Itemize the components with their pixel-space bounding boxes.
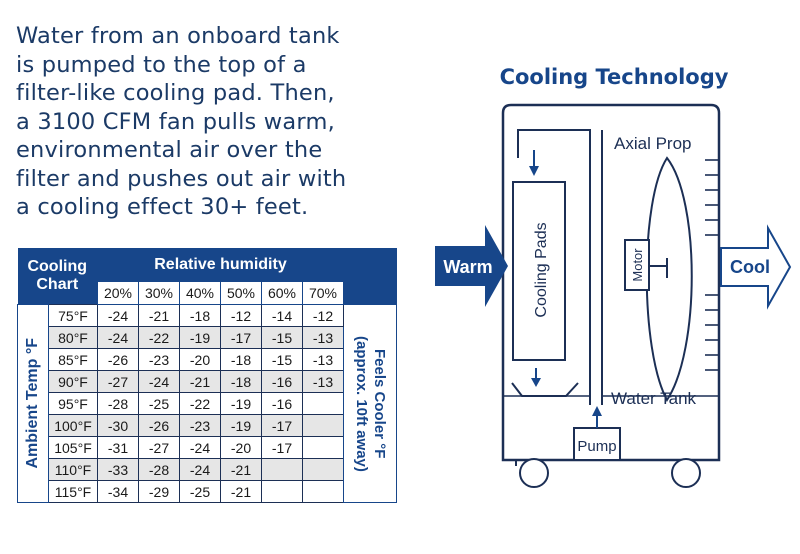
feels-cooler-cell: -12: [220, 304, 262, 327]
humidity-level: 70%: [302, 281, 344, 305]
vent-slats: [705, 159, 719, 371]
motor-label: Motor: [630, 248, 645, 282]
feels-cooler-cell: -30: [97, 414, 139, 437]
cooling-pads: [512, 181, 566, 361]
intro-line: environmental air over the: [16, 137, 323, 163]
humidity-level: 20%: [97, 281, 139, 305]
ambient-temp-cell: 100°F: [48, 414, 98, 437]
cool-label: Cool: [730, 257, 770, 277]
feels-cooler-cell: -15: [261, 326, 303, 349]
feels-cooler-cell: -21: [220, 458, 262, 481]
header-spacer: [343, 248, 397, 305]
result-label-line: Feels Cooler °F: [371, 348, 388, 459]
warm-air-arrow-icon: [435, 225, 508, 307]
feels-cooler-cell: -25: [138, 392, 180, 415]
water-tank-label: Water Tank: [611, 389, 697, 408]
cooling-chart-table: Cooling Chart Relative humidity 20% 30% …: [17, 248, 397, 503]
intro-line: a 3100 CFM fan pulls warm,: [16, 108, 335, 135]
feels-cooler-cell: -24: [97, 326, 139, 349]
feels-cooler-cell: [302, 414, 344, 437]
intro-line: is pumped to the top of a: [16, 51, 307, 78]
result-axis-cell: Feels Cooler °F(approx. 10ft away): [343, 304, 397, 503]
corner-line: Cooling: [27, 258, 88, 275]
water-pipe: [517, 129, 591, 405]
wheel-left-icon: [519, 458, 549, 488]
table-row: 80°F-24-22-19-17-15-13: [18, 326, 397, 349]
row-axis-cell: Ambient Temp °F: [17, 304, 49, 503]
diagram-title: Cooling Technology: [500, 65, 729, 89]
cabinet-outline: [501, 103, 721, 462]
feels-cooler-cell: -24: [179, 436, 221, 459]
warm-label: Warm: [443, 257, 492, 277]
feels-cooler-cell: -28: [97, 392, 139, 415]
feels-cooler-cell: -15: [261, 348, 303, 371]
ambient-temp-cell: 85°F: [48, 348, 98, 371]
feels-cooler-cell: -21: [179, 370, 221, 393]
table-row: 110°F-33-28-24-21: [18, 458, 397, 481]
feels-cooler-cell: -33: [97, 458, 139, 481]
feels-cooler-cell: -26: [138, 414, 180, 437]
cooling-pads-label: Cooling Pads: [533, 222, 550, 317]
result-label-line: (approx. 10ft away): [353, 335, 370, 472]
feels-cooler-cell: -16: [261, 370, 303, 393]
humidity-level: 40%: [179, 281, 221, 305]
feels-cooler-cell: -17: [220, 326, 262, 349]
drip-arrow-head-icon: [531, 378, 541, 387]
intro-line: a cooling effect 30+ feet.: [16, 194, 309, 220]
feels-cooler-cell: -27: [97, 370, 139, 393]
feels-cooler-cell: -24: [138, 370, 180, 393]
corner-line: Chart: [36, 276, 79, 293]
axial-fan-blade-icon: [645, 156, 693, 402]
table-corner-label: Cooling Chart: [17, 248, 98, 305]
intro-line: filter-like cooling pad. Then,: [16, 80, 335, 106]
result-axis-label: Feels Cooler °F(approx. 10ft away): [352, 336, 388, 472]
intro-line: Water from an onboard tank: [16, 23, 340, 49]
feels-cooler-cell: -24: [179, 458, 221, 481]
humidity-header: Relative humidity: [97, 248, 344, 282]
feels-cooler-cell: -23: [179, 414, 221, 437]
motor-icon: [624, 239, 650, 291]
table-row: 115°F-34-29-25-21: [18, 480, 397, 503]
table-row: 95°F-28-25-22-19-16: [18, 392, 397, 415]
feels-cooler-cell: -19: [220, 414, 262, 437]
table-header-row: Cooling Chart Relative humidity: [17, 248, 397, 305]
feels-cooler-cell: -25: [179, 480, 221, 503]
intro-line: filter and pushes out air with: [16, 165, 347, 192]
feels-cooler-cell: -22: [179, 392, 221, 415]
down-arrow-head-icon: [529, 166, 539, 176]
table-row: 100°F-30-26-23-19-17: [18, 414, 397, 437]
feels-cooler-cell: -26: [97, 348, 139, 371]
humidity-levels-row: 20% 30% 40% 50% 60% 70%: [18, 281, 397, 305]
table-row: 105°F-31-27-24-20-17: [18, 436, 397, 459]
pump-label: Pump: [577, 438, 616, 455]
feels-cooler-cell: -13: [302, 326, 344, 349]
pump-arrow-head-icon: [592, 406, 602, 416]
feels-cooler-cell: -18: [220, 370, 262, 393]
feels-cooler-cell: -17: [261, 436, 303, 459]
ambient-temp-cell: 90°F: [48, 370, 98, 393]
fan-label: Axial Prop: [614, 134, 691, 153]
table-row: 90°F-27-24-21-18-16-13: [18, 370, 397, 393]
cool-air-arrow-icon: [720, 224, 792, 310]
intro-paragraph: Water from an onboard tank is pumped to …: [16, 22, 406, 222]
feels-cooler-cell: -27: [138, 436, 180, 459]
wheel-right-icon: [671, 458, 701, 488]
feels-cooler-cell: -13: [302, 370, 344, 393]
ambient-temp-cell: 110°F: [48, 458, 98, 481]
water-tray: [511, 382, 579, 397]
feels-cooler-cell: -22: [138, 326, 180, 349]
